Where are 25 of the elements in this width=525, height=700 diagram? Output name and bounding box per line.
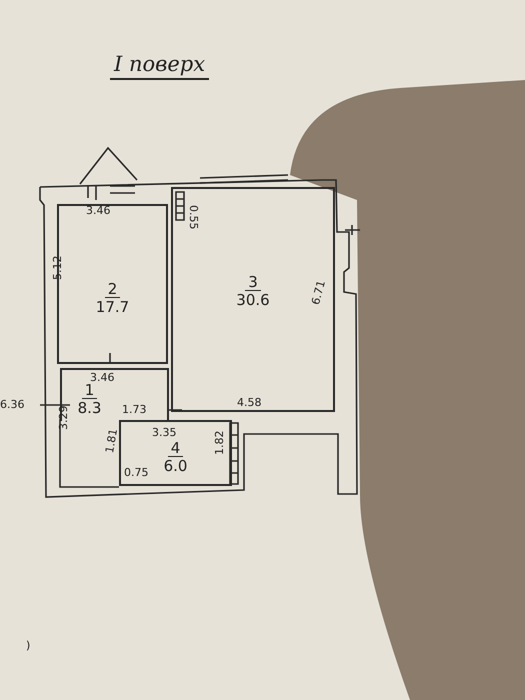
dimension-label: 6.71 [310,279,328,306]
dimension-label: 0.55 [187,205,199,230]
room-outline [119,420,232,486]
room-number: 4 [168,440,184,457]
room-number: 1 [82,382,98,399]
room-area: 8.3 [78,399,102,417]
room-number: 3 [245,274,261,291]
stray-mark: ) [26,640,30,652]
dimension-label: 6.36 [0,399,24,411]
dimension-label: 1.73 [122,404,146,416]
dimension-label: 0.75 [124,467,148,479]
dimension-label: 5.12 [52,256,64,280]
room-outline [171,187,335,412]
dimension-label: 4.58 [237,397,262,409]
dimension-label: 3.46 [90,372,114,384]
room-area: 6.0 [164,457,188,475]
dimension-label: 1.82 [214,430,226,455]
dimension-label: 3.29 [58,406,70,430]
dimension-label: 3.35 [152,427,176,439]
dimension-label: 3.46 [86,205,110,217]
dimension-label: 1.81 [104,428,120,454]
room-area: 30.6 [236,291,270,309]
room-area: 17.7 [96,298,130,316]
floor-title: І поверх [110,52,210,80]
room-number: 2 [104,281,120,298]
